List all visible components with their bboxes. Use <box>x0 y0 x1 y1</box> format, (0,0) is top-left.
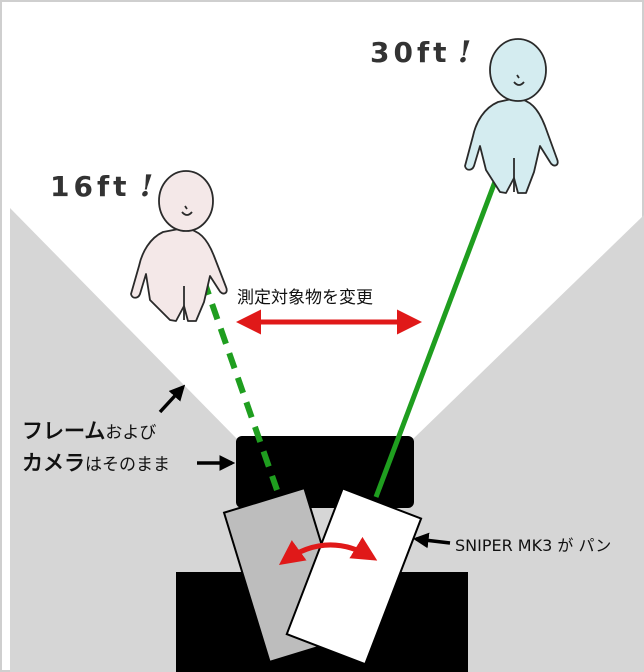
far-distance-exclaim: ! <box>458 35 471 70</box>
laser-near-dashed <box>192 254 280 491</box>
red-curved-double-arrow-icon <box>278 536 378 565</box>
far-distance-label: 30ft <box>370 36 451 69</box>
person-far-icon <box>464 38 559 194</box>
device-pans-label: SNIPER MK3 が パン <box>455 536 611 555</box>
frame-label: フレームおよび <box>22 419 156 443</box>
near-distance-label: 16ft <box>50 170 131 203</box>
camera-label: カメラはそのまま <box>22 451 170 475</box>
near-distance-exclaim: ! <box>140 169 153 204</box>
camera-top <box>236 436 414 508</box>
change-target-label: 測定対象物を変更 <box>237 288 373 308</box>
frame-rest-text: および <box>105 423 156 443</box>
black-arrow-icon <box>158 384 186 414</box>
frame-bold-text: フレーム <box>22 419 105 443</box>
black-arrow-icon <box>412 532 451 549</box>
person-near-icon <box>130 170 228 322</box>
camera-bold-text: カメラ <box>22 451 85 475</box>
laser-far <box>373 125 519 498</box>
camera-rest-text: はそのまま <box>85 455 170 475</box>
